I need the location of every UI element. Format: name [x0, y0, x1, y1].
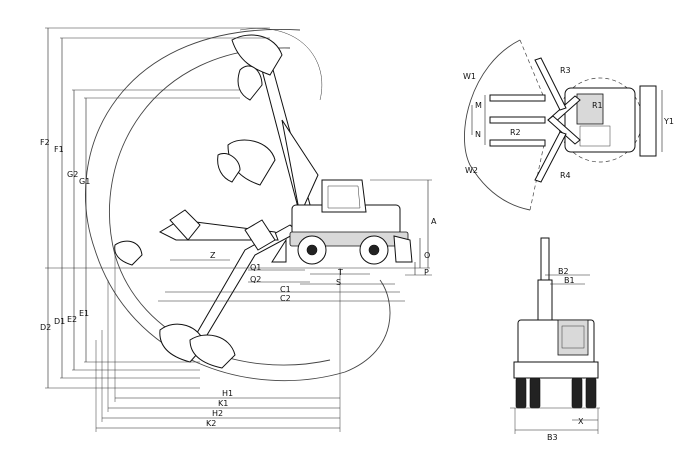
dim-label-o: O	[424, 251, 430, 260]
dim-label-p: P	[424, 268, 429, 277]
dim-label-h1: H1	[222, 389, 233, 398]
bucket-outlines	[114, 34, 283, 369]
top-label-r1: R1	[592, 101, 603, 110]
front-label-x: X	[578, 417, 584, 426]
side-view-labels: F2 F1 G2 G1 D2 D1 E2 E1 A O P H1 K1 H2 K…	[40, 138, 437, 428]
top-label-m: M	[475, 101, 482, 110]
front-view: B2 B1 B3 X	[510, 237, 600, 442]
dim-label-f2: F2	[40, 138, 50, 147]
working-envelope	[85, 28, 391, 382]
dim-label-f1: F1	[54, 145, 64, 154]
dim-label-k1: K1	[218, 399, 228, 408]
dim-label-q1: Q1	[250, 263, 261, 272]
dim-label-c2: C2	[280, 294, 291, 303]
top-label-r4: R4	[560, 171, 571, 180]
dim-label-s: S	[336, 278, 341, 287]
excavator-side-body	[271, 179, 413, 265]
bottom-horizontal-dims	[95, 250, 341, 432]
dim-label-g1: G1	[79, 177, 90, 186]
dim-label-a: A	[431, 217, 437, 226]
top-label-n: N	[475, 130, 481, 139]
dim-label-q2: Q2	[250, 275, 261, 284]
ground-and-lower-dims	[45, 259, 430, 302]
dim-label-k2: K2	[206, 419, 216, 428]
dim-label-e2: E2	[67, 315, 77, 324]
left-vertical-dims	[45, 27, 270, 389]
dim-label-h2: H2	[212, 409, 223, 418]
dim-label-g2: G2	[67, 170, 78, 179]
top-label-r3: R3	[560, 66, 571, 75]
front-label-b3: B3	[547, 433, 558, 442]
dim-label-d1: D1	[54, 317, 65, 326]
top-label-w1: W1	[463, 72, 476, 81]
top-view: W1 R3 M R1 N R2 Y1 W2 R4	[463, 39, 674, 211]
dim-label-t: T	[337, 268, 343, 277]
dim-label-c1: C1	[280, 285, 291, 294]
dim-label-z: Z	[210, 251, 216, 260]
front-label-b1: B1	[564, 276, 575, 285]
height-dims	[370, 179, 432, 276]
dim-label-d2: D2	[40, 323, 51, 332]
top-label-y1: Y1	[663, 117, 674, 126]
top-label-w2: W2	[465, 166, 478, 175]
top-label-r2: R2	[510, 128, 521, 137]
front-label-b2: B2	[558, 267, 569, 276]
dim-label-e1: E1	[79, 309, 89, 318]
